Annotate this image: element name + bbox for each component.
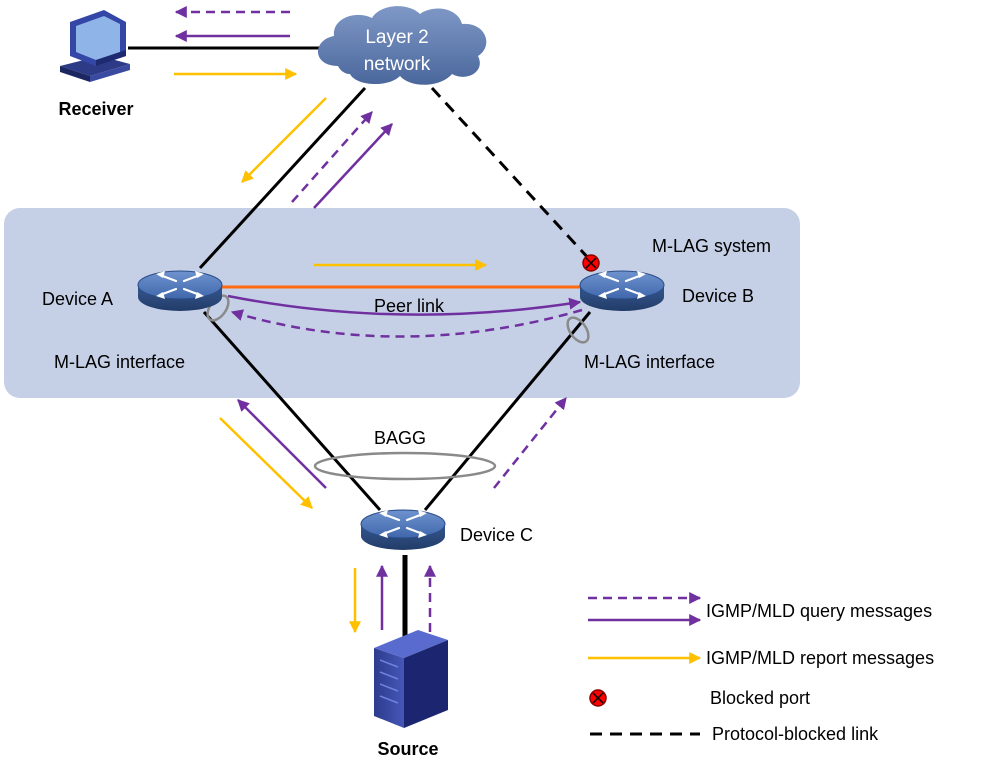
cloud-icon [317,6,487,85]
query-arrow-dashed-c-b [493,397,567,489]
device-c-label: Device C [460,525,533,545]
device-a-switch-icon [136,269,224,313]
server-icon [374,630,448,728]
query-arrow-cloud-a [313,123,393,209]
report-arrow-a-c [219,417,313,509]
legend-report-label: IGMP/MLD report messages [706,648,934,668]
query-arrow-c-a [237,399,327,489]
report-arrow-cloud-a [241,97,327,183]
legend-blocked-port-label: Blocked port [710,688,810,708]
blocked-port-icon [582,254,600,272]
device-b-label: Device B [682,286,754,306]
query-arrow-dashed-b-a [230,308,583,338]
legend: IGMP/MLD query messages IGMP/MLD report … [588,592,934,744]
query-arrow-a-b [227,294,582,316]
mlag-system-area [4,208,800,398]
legend-protocol-blocked-label: Protocol-blocked link [712,724,879,744]
receiver-label: Receiver [58,99,133,119]
peer-link-label: Peer link [374,296,445,316]
mlag-interface-a-label: M-LAG interface [54,352,185,372]
cloud-device-a-link [198,86,367,270]
device-b-switch-icon [578,269,666,313]
bagg-label: BAGG [374,428,426,448]
device-c-switch-icon [359,508,447,552]
legend-blocked-port-icon [589,689,607,707]
device-a-label: Device A [42,289,113,309]
query-arrow-dashed-cloud-a [291,111,373,203]
bagg-ring [313,451,497,481]
source-label: Source [377,739,438,759]
mlag-interface-b-label: M-LAG interface [584,352,715,372]
cloud-label-line2: network [364,54,431,75]
legend-query-label: IGMP/MLD query messages [706,601,932,621]
computer-icon [60,10,130,82]
cloud-label-line1: Layer 2 [365,27,428,48]
mlag-interface-ring-b [566,316,590,344]
mlag-system-label: M-LAG system [652,236,771,256]
